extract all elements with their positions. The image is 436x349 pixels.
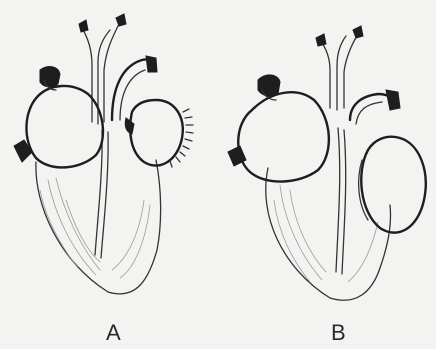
heart-a-ventricle: [36, 160, 161, 294]
heart-b-vessel-cap-right: [353, 26, 363, 38]
heart-a-ventricle-shading: [40, 178, 150, 278]
heart-a-septum: [95, 130, 108, 258]
heart-a-atrium-right: [130, 100, 183, 166]
heart-a-aorta: [82, 22, 120, 124]
heart-b: [228, 26, 426, 300]
heart-b-vessel-cap-left: [316, 34, 326, 46]
heart-b-ventricle: [266, 168, 391, 300]
heart-b-atrium-right: [361, 137, 425, 233]
heart-a-vena-cava-top: [40, 67, 60, 87]
heart-a-vessel-cap-right: [116, 14, 126, 26]
heart-a-vessel-cap-left: [79, 20, 88, 32]
heart-b-septum: [336, 128, 346, 274]
heart-a-pulmonary-cap: [146, 56, 157, 72]
heart-b-vena-cava-top: [258, 75, 280, 96]
heart-a-atrium-left: [26, 86, 103, 168]
heart-b-aorta: [320, 34, 358, 110]
heart-a: [14, 14, 193, 294]
label-a: A: [106, 322, 121, 344]
heart-b-atrium-left: [238, 92, 329, 181]
heart-b-pulmonary-cap: [386, 90, 400, 110]
label-b: B: [331, 322, 346, 344]
